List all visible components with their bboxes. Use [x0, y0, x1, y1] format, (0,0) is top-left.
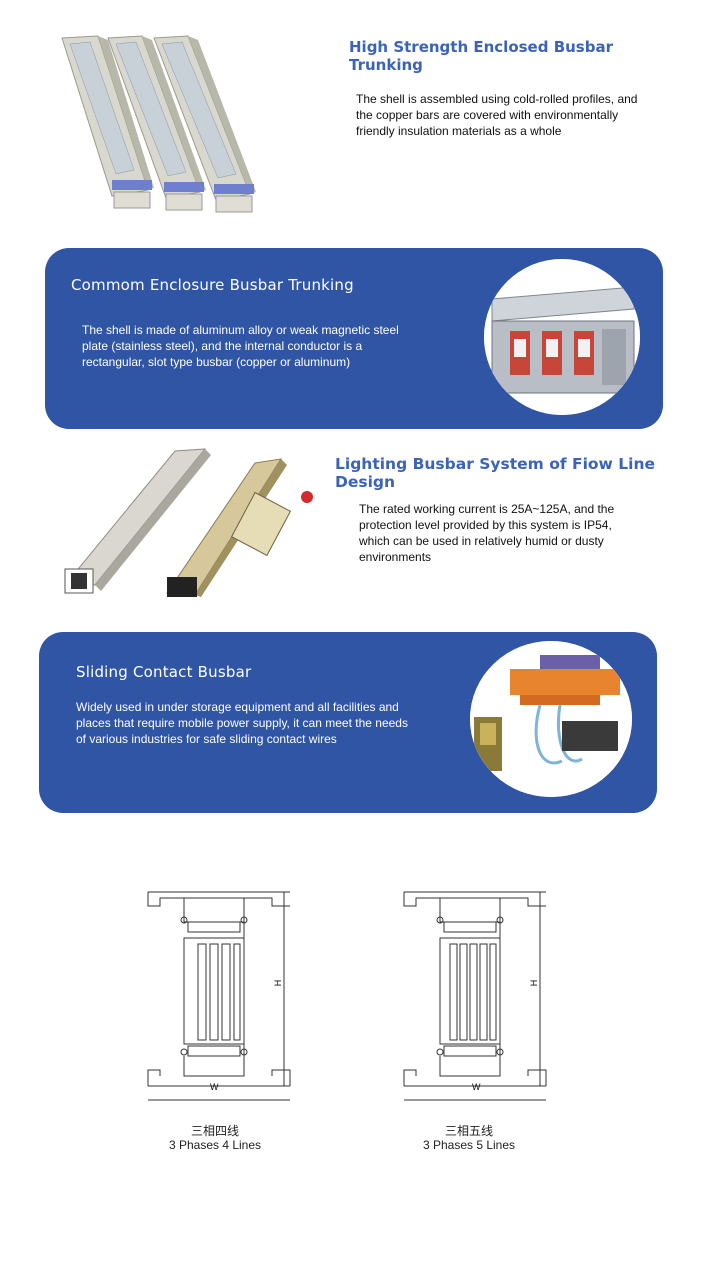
- busbar-trunking-image: [50, 30, 300, 220]
- sliding-contact-image: [470, 641, 632, 797]
- diagram2-caption-en: 3 Phases 5 Lines: [422, 1138, 516, 1152]
- diagram-3phase-5lines: W H: [396, 880, 556, 1110]
- enclosure-busbar-image: [484, 259, 640, 415]
- diagram-3phase-4lines: W H: [140, 880, 300, 1110]
- diagram1-w-label: W: [210, 1082, 219, 1092]
- lighting-busbar-image: [55, 445, 325, 600]
- diagram2-w-label: W: [472, 1082, 481, 1092]
- section3-title: Lighting Busbar System of Fiow Line Desi…: [335, 455, 655, 491]
- diagram2-caption-cn: 三相五线: [444, 1124, 493, 1138]
- diagram1-h-label: H: [272, 979, 283, 987]
- section2-body: The shell is made of aluminum alloy or w…: [82, 323, 399, 369]
- diagram1-caption-cn: 三相四线: [190, 1124, 239, 1138]
- section4-title: Sliding Contact Busbar: [76, 663, 252, 681]
- diagram1-caption-en: 3 Phases 4 Lines: [168, 1138, 262, 1152]
- section4-body: Widely used in under storage equipment a…: [76, 700, 408, 746]
- section1-body: The shell is assembled using cold-rolled…: [356, 92, 638, 138]
- section1-title: High Strength Enclosed Busbar Trunking: [349, 38, 613, 74]
- section2-title: Commom Enclosure Busbar Trunking: [71, 276, 354, 294]
- diagram2-h-label: H: [528, 979, 539, 987]
- section3-body: The rated working current is 25A~125A, a…: [359, 502, 615, 564]
